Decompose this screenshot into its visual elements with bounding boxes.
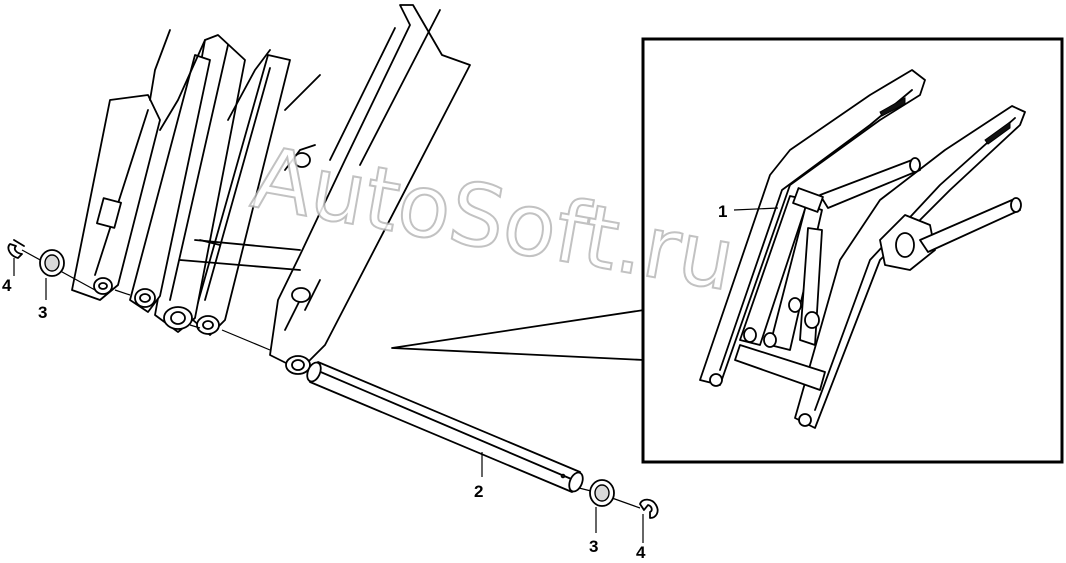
callout-4-right: 4: [636, 543, 646, 562]
callout-4-left: 4: [2, 276, 12, 295]
cylinder-link: [129, 54, 211, 313]
callout-3-left: 3: [38, 303, 47, 322]
loader-arm-assembly: [21, 4, 641, 509]
retaining-clip-left: [7, 239, 25, 259]
retaining-clip-right: [639, 498, 659, 519]
pivot-pin: [306, 361, 584, 493]
boom-arm-left: [71, 94, 161, 301]
callout-3-right: 3: [589, 537, 598, 556]
washer-left: [39, 249, 65, 277]
callout-1: 1: [718, 202, 727, 221]
inset-loader-frame: [699, 69, 1026, 429]
leader-1: [733, 207, 779, 211]
boom-arm-right: [269, 4, 471, 371]
callout-2: 2: [474, 482, 483, 501]
inset-pointer: [391, 309, 645, 361]
washer-right: [589, 479, 615, 507]
